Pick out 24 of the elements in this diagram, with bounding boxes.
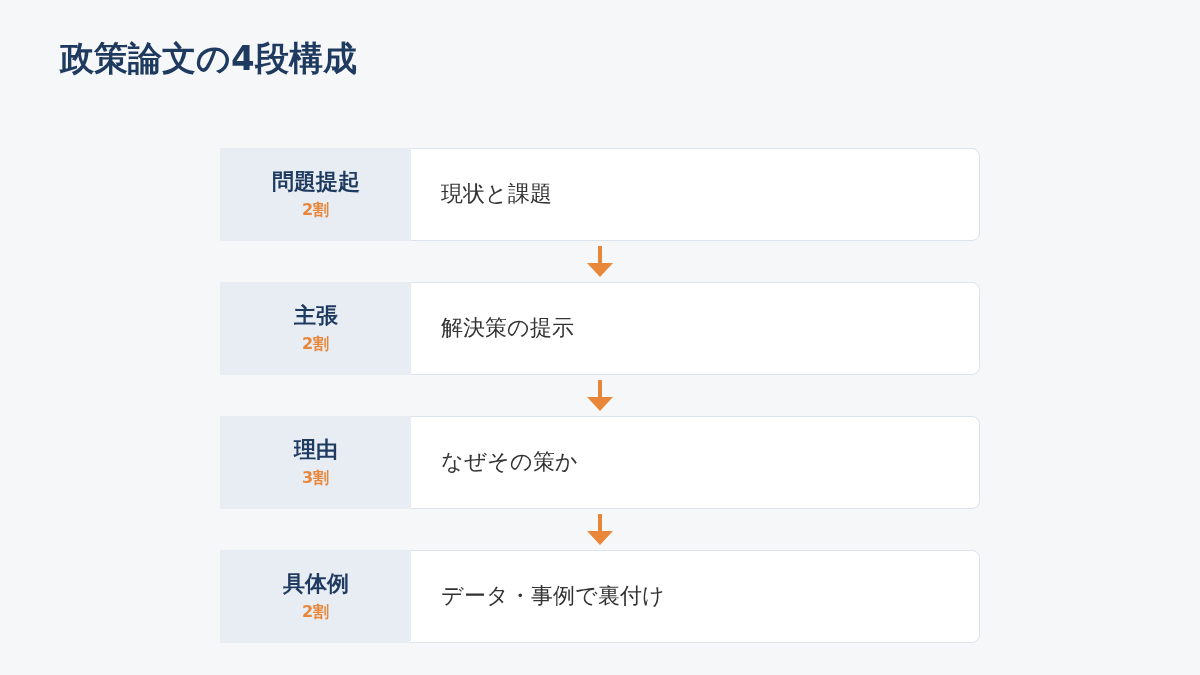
- step-heading: 問題提起: [271, 167, 360, 196]
- ratio-label: 3割: [301, 468, 330, 490]
- ratio-label: 2割: [301, 602, 330, 624]
- step-description: データ・事例で裏付け: [441, 582, 665, 610]
- step-card: [220, 282, 980, 375]
- step-card: [220, 148, 980, 241]
- step-description: 解決策の提示: [441, 314, 574, 342]
- ratio-label: 2割: [301, 200, 330, 222]
- step-label-panel: [220, 148, 411, 241]
- step-card: [220, 550, 980, 643]
- step-description: なぜその策か: [441, 448, 578, 476]
- step-description: 現状と課題: [441, 180, 552, 208]
- arrow: [587, 514, 613, 545]
- arrow: [587, 246, 613, 277]
- step-label-panel: [220, 416, 411, 509]
- step-card: [220, 416, 980, 509]
- arrow: [587, 380, 613, 411]
- step-label-panel: [220, 282, 411, 375]
- step-heading: 具体例: [282, 569, 349, 598]
- ratio-label: 2割: [301, 334, 330, 356]
- step-label-panel: [220, 550, 411, 643]
- diagram-title: 政策論文の4段構成: [60, 38, 357, 79]
- step-heading: 理由: [293, 435, 338, 464]
- step-heading: 主張: [293, 301, 338, 330]
